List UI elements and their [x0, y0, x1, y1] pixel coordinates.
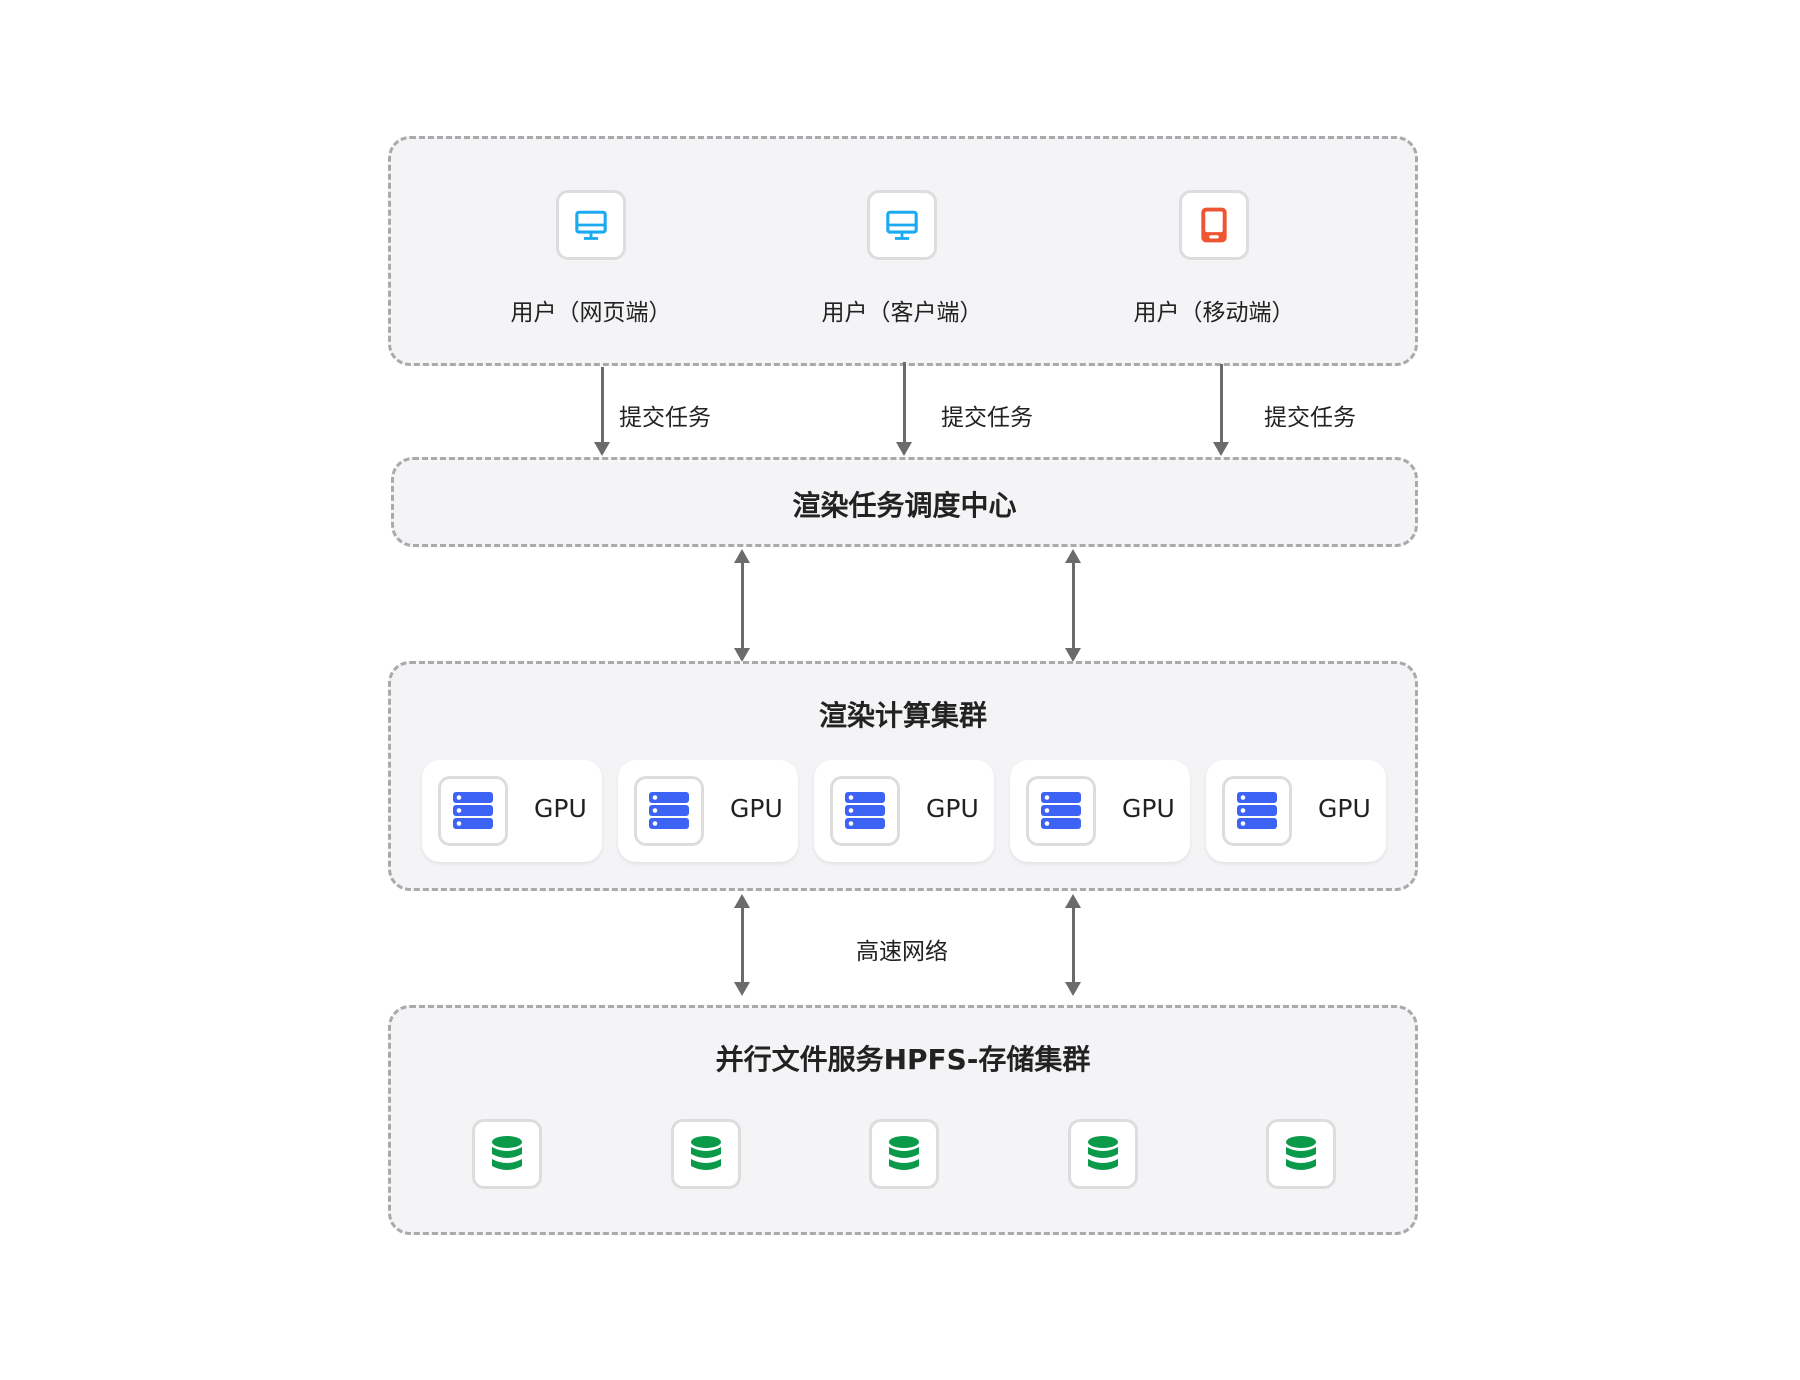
- gpu-icon-box: [634, 776, 704, 846]
- server-icon: [845, 792, 885, 829]
- storage-title: 并行文件服务HPFS-存储集群: [715, 1043, 1091, 1076]
- gpu-node-card: GPU: [1206, 760, 1386, 862]
- server-icon: [1041, 792, 1081, 829]
- bidirectional-arrow: [741, 561, 744, 651]
- server-icon: [649, 792, 689, 829]
- network-label: 高速网络: [856, 939, 948, 965]
- storage-node: [1067, 1119, 1138, 1189]
- storage-node: [472, 1119, 542, 1189]
- database-icon: [1286, 1136, 1316, 1170]
- database-icon: [690, 1136, 721, 1170]
- compute-title: 渲染计算集群: [818, 699, 987, 732]
- storage-node: [869, 1119, 939, 1189]
- gpu-node-card: GPU: [1010, 760, 1190, 862]
- submit-label: 提交任务: [619, 405, 711, 431]
- user-label-web: 用户（网页端）: [510, 300, 672, 326]
- storage-node: [1266, 1119, 1336, 1189]
- gpu-icon-box: [1026, 776, 1096, 846]
- gpu-icon-box: [1222, 776, 1292, 846]
- arrowhead: [1065, 982, 1081, 996]
- scheduler-title: 渲染任务调度中心: [792, 489, 1017, 522]
- submit-arrow-mobile: [1220, 364, 1223, 443]
- arrowhead: [1065, 894, 1081, 908]
- arrowhead: [594, 442, 610, 456]
- network-arrow: [741, 906, 744, 986]
- database-icon: [889, 1136, 919, 1170]
- submit-label: 提交任务: [1264, 405, 1356, 431]
- server-icon: [1237, 792, 1277, 829]
- scheduler-box: 渲染任务调度中心: [391, 457, 1418, 547]
- mobile-user-icon-box: [1179, 190, 1249, 260]
- arrowhead: [734, 648, 750, 662]
- tablet-icon: [1201, 207, 1227, 243]
- monitor-icon: [575, 210, 607, 240]
- arrowhead: [1065, 549, 1081, 563]
- gpu-label: GPU: [1122, 794, 1175, 823]
- web-user-icon-box: [556, 190, 626, 260]
- database-icon: [492, 1136, 522, 1170]
- gpu-label: GPU: [730, 794, 783, 823]
- gpu-label: GPU: [1318, 794, 1371, 823]
- bidirectional-arrow: [1072, 561, 1075, 651]
- server-icon: [453, 792, 493, 829]
- database-icon: [1087, 1136, 1118, 1170]
- gpu-node-card: GPU: [814, 760, 994, 862]
- submit-label: 提交任务: [941, 405, 1033, 431]
- client-user-icon-box: [867, 190, 937, 260]
- gpu-node-card: GPU: [618, 760, 798, 862]
- gpu-label: GPU: [926, 794, 979, 823]
- submit-arrow-web: [601, 367, 604, 443]
- user-label-client: 用户（客户端）: [821, 300, 983, 326]
- network-arrow: [1072, 906, 1075, 986]
- arrowhead: [734, 982, 750, 996]
- arrowhead: [734, 894, 750, 908]
- arrowhead: [1065, 648, 1081, 662]
- gpu-label: GPU: [534, 794, 587, 823]
- arrowhead: [734, 549, 750, 563]
- user-label-mobile: 用户（移动端）: [1133, 300, 1295, 326]
- gpu-icon-box: [830, 776, 900, 846]
- gpu-icon-box: [438, 776, 508, 846]
- arrowhead: [1213, 442, 1229, 456]
- monitor-icon: [886, 210, 918, 240]
- storage-node: [670, 1119, 741, 1189]
- arrowhead: [896, 442, 912, 456]
- gpu-node-card: GPU: [422, 760, 602, 862]
- submit-arrow-client: [903, 362, 906, 443]
